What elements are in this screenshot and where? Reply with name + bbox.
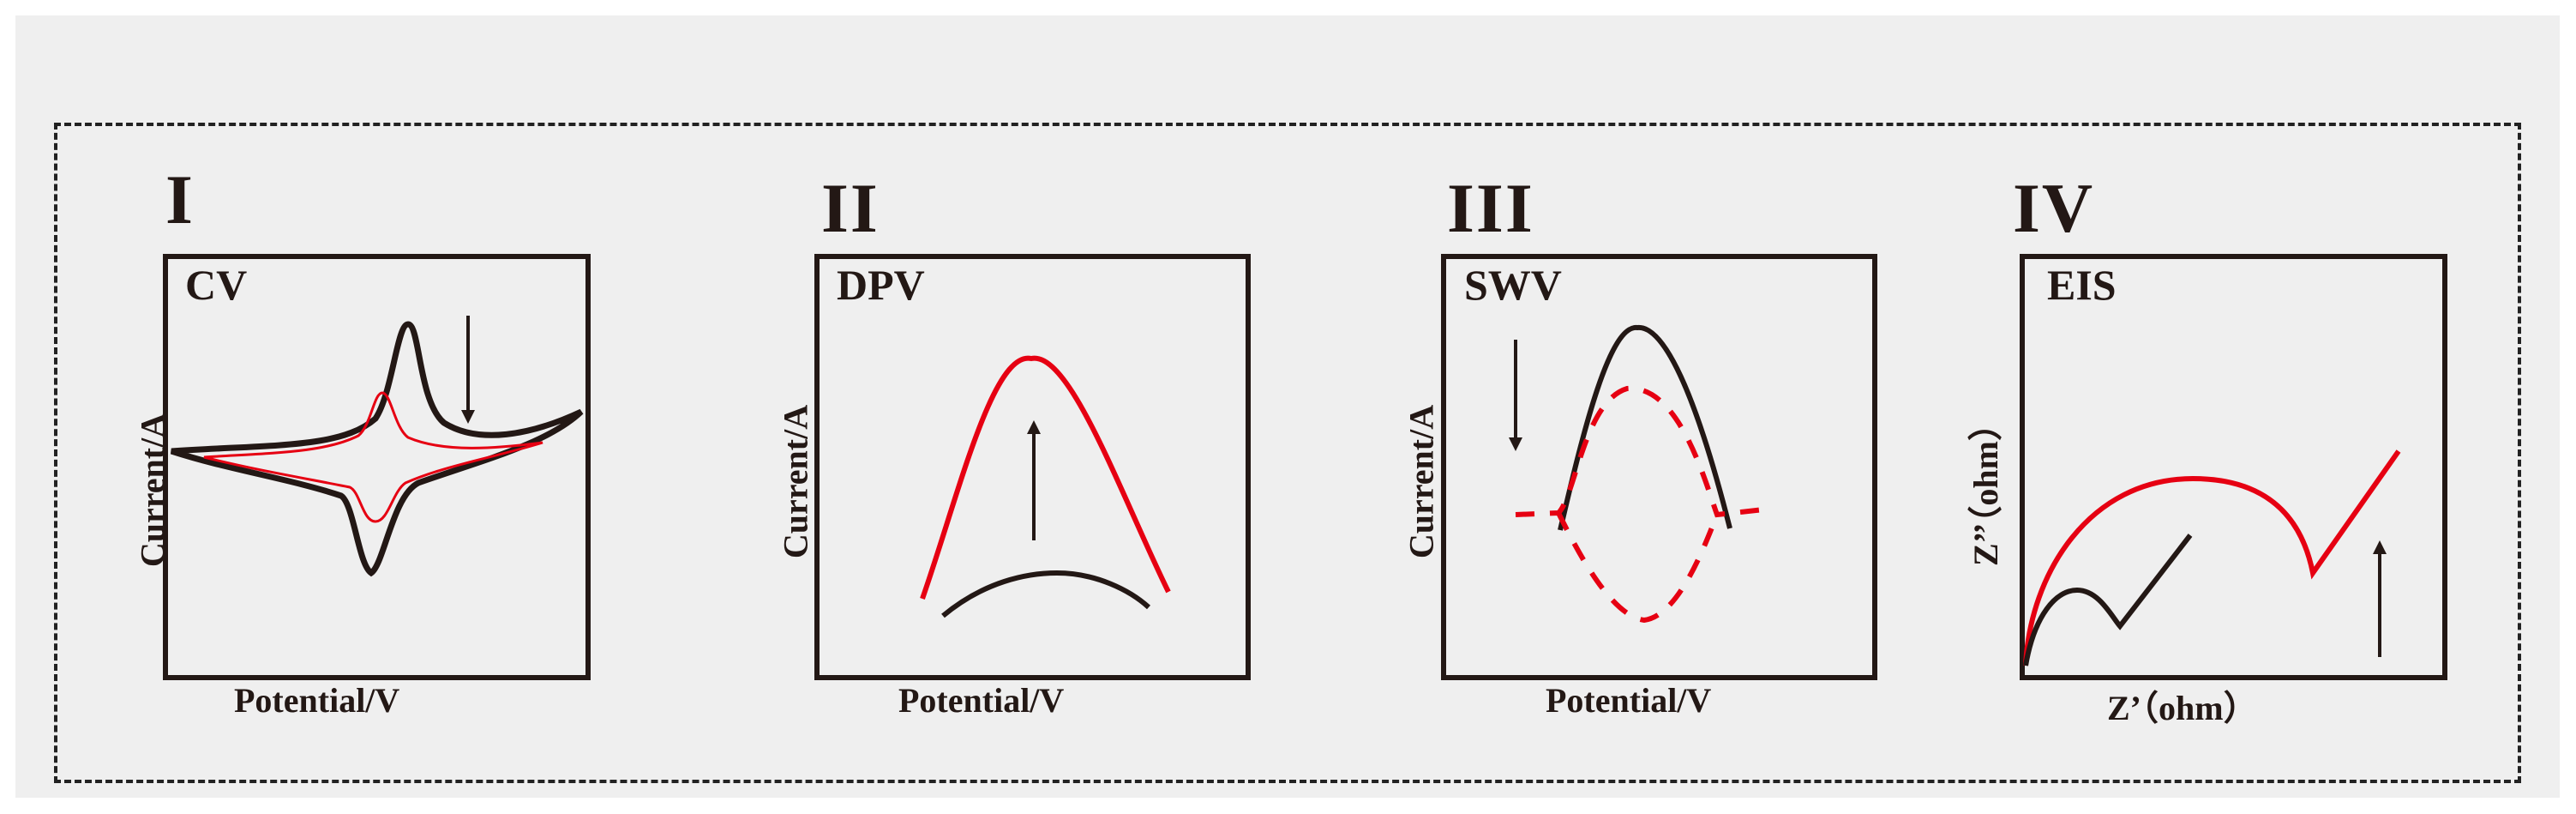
panel-2-technique-label: DPV [837, 261, 925, 309]
panel-4-technique-label: EIS [2047, 261, 2117, 309]
panel-3-plot-box [1441, 254, 1877, 680]
figure-canvas: I CV Potential/V Current/A II DPV Potent… [15, 15, 2560, 798]
swv-red-dashed-curve [1515, 385, 1765, 624]
panel-2-x-axis-label: Potential/V [898, 681, 1065, 720]
panel-4-numeral: IV [2013, 169, 2095, 247]
dashed-frame [54, 123, 2521, 783]
cv-red-voltammogram [203, 391, 543, 523]
panel-2-numeral: II [821, 169, 880, 247]
dpv-red-peak [920, 355, 1171, 600]
swv-black-peak [1558, 324, 1732, 531]
panel-3-numeral: III [1447, 169, 1534, 247]
eis-black-nyquist [2023, 534, 2193, 666]
panel-1-technique-label: CV [185, 261, 248, 309]
panel-1-x-axis-label: Potential/V [234, 681, 400, 720]
cv-black-voltammogram [170, 321, 584, 577]
panel-4-plot-box [2020, 254, 2447, 680]
panel-3-x-axis-label: Potential/V [1546, 681, 1712, 720]
panel-2-plot-box [814, 254, 1251, 680]
panel-3-technique-label: SWV [1464, 261, 1562, 309]
eis-red-nyquist [2023, 449, 2401, 666]
panel-4-x-axis-label: Z’（ohm） [2107, 689, 2258, 727]
panel-1-numeral: I [165, 160, 195, 238]
curves-layer [170, 316, 2401, 666]
dpv-black-peak [941, 570, 1151, 618]
